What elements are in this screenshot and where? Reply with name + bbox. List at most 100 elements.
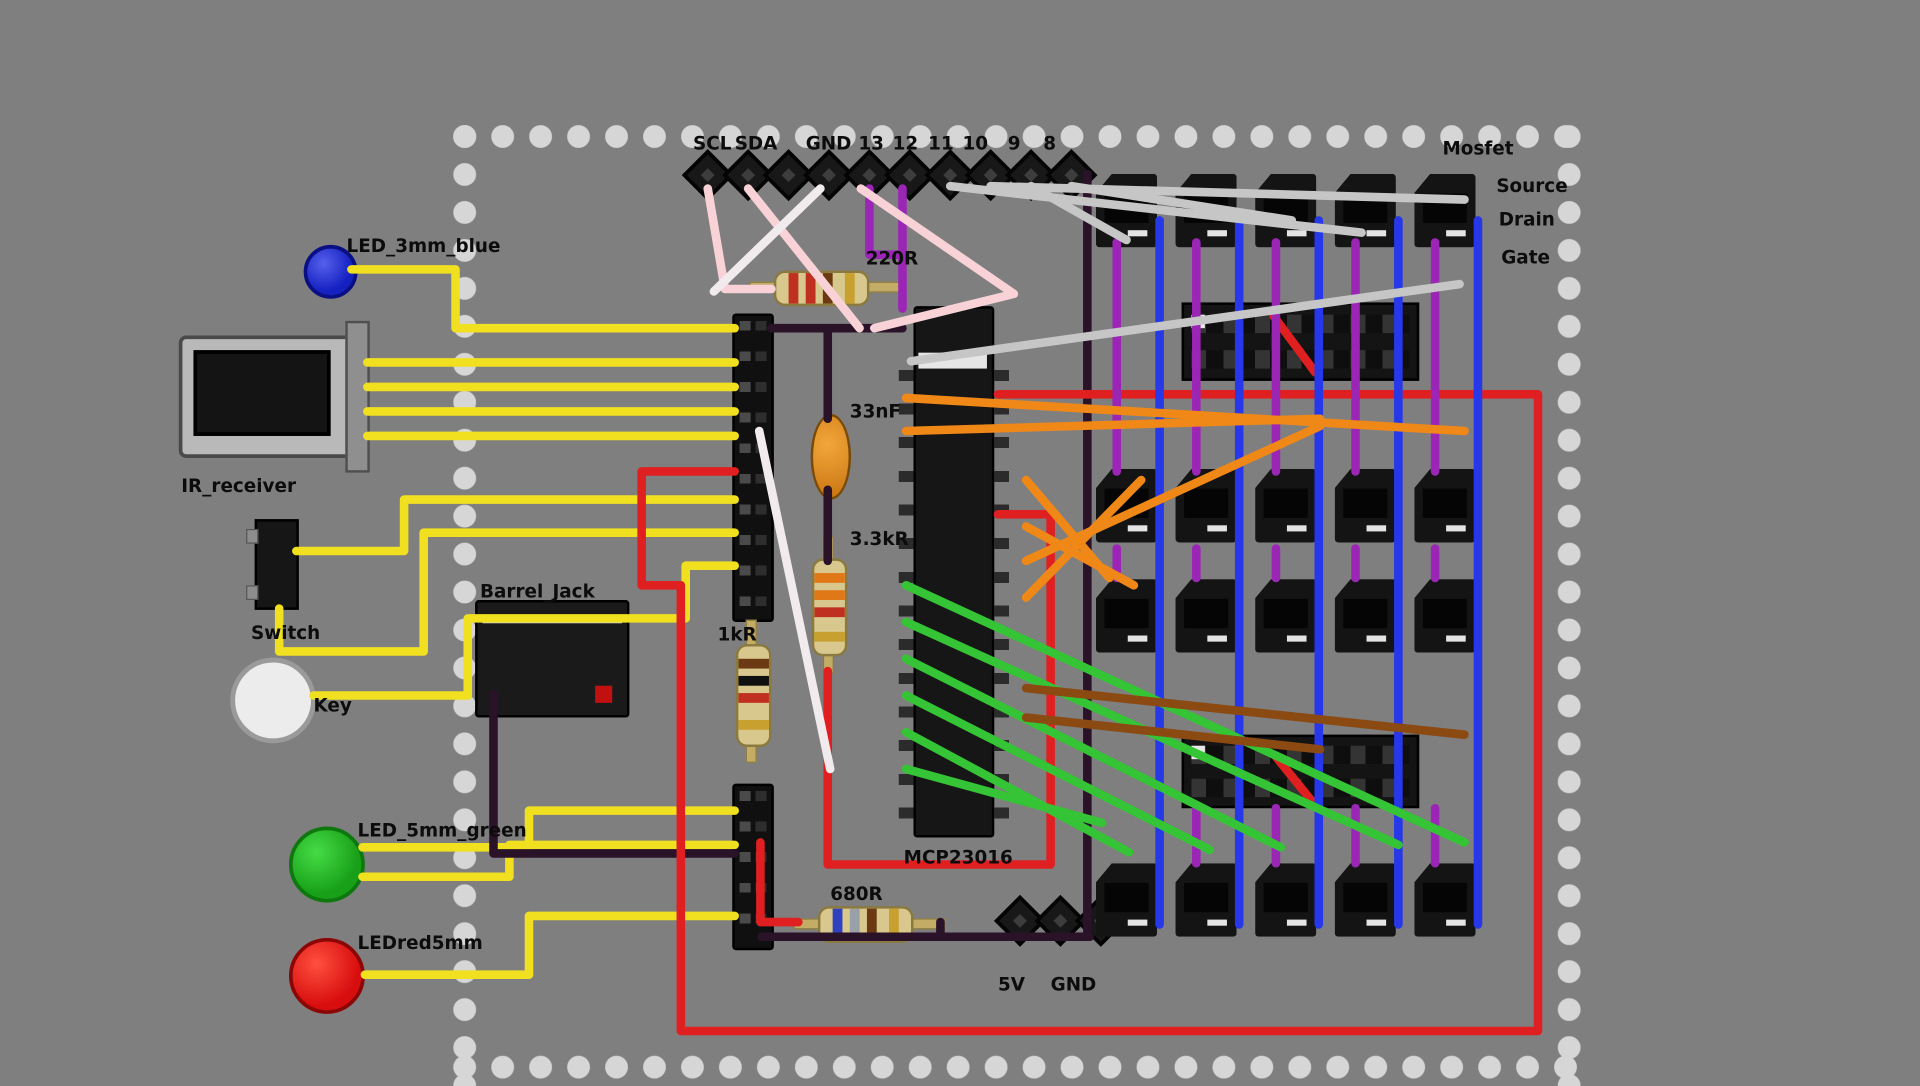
ir-receiver-mount — [345, 320, 370, 473]
label-pin-12: 12 — [892, 132, 919, 155]
label-pin-scl: SCL — [693, 132, 732, 155]
label-ic: MCP23016 — [903, 846, 1013, 869]
mosfet-component[interactable] — [1175, 468, 1237, 543]
wire[interactable] — [1021, 475, 1146, 602]
wire[interactable] — [1021, 475, 1114, 583]
wire[interactable] — [901, 691, 1215, 855]
wire[interactable] — [703, 184, 776, 294]
resistor-band — [814, 607, 845, 618]
resistor-220r[interactable] — [773, 270, 870, 307]
label-led-red: LEDred5mm — [357, 931, 483, 954]
wire[interactable] — [906, 279, 1464, 366]
label-led-green: LED_5mm_green — [357, 819, 527, 842]
wire[interactable] — [1026, 181, 1131, 245]
wire[interactable] — [901, 581, 1469, 847]
mosfet-component[interactable] — [1334, 863, 1396, 937]
label-mosfet-gate: Gate — [1501, 246, 1550, 269]
key-button[interactable] — [230, 657, 316, 744]
label-mosfet-source: Source — [1496, 175, 1568, 198]
label-pin-sda: SDA — [734, 132, 778, 155]
wire[interactable] — [274, 528, 739, 656]
wire[interactable] — [865, 184, 906, 259]
barrel-jack-terminal — [595, 685, 613, 703]
wire[interactable] — [309, 561, 739, 700]
resistor-band — [849, 908, 860, 941]
resistor-1k[interactable] — [735, 644, 772, 747]
wire[interactable] — [292, 495, 739, 556]
wire[interactable] — [823, 510, 1055, 869]
ic-mcp23016[interactable] — [913, 306, 995, 838]
capacitor-33nf[interactable] — [810, 413, 852, 500]
resistor-band — [814, 631, 845, 642]
wire[interactable] — [856, 184, 1019, 333]
wire[interactable] — [360, 911, 739, 979]
wire[interactable] — [1021, 421, 1325, 566]
label-ir-receiver: IR_receiver — [181, 475, 297, 498]
label-r680: 680R — [830, 882, 883, 905]
connector-pins — [1191, 745, 1410, 765]
mosfet-component[interactable] — [1255, 579, 1317, 653]
wire[interactable] — [1269, 311, 1320, 377]
label-switch: Switch — [251, 622, 321, 645]
label-pin-11: 11 — [928, 132, 954, 155]
mosfet-component[interactable] — [1095, 579, 1158, 653]
mosfet-component[interactable] — [1334, 579, 1396, 653]
label-pin-8: 8 — [1043, 132, 1057, 155]
label-r3k3: 3.3kR — [849, 527, 909, 550]
wire[interactable] — [901, 414, 1325, 436]
mosfet-component[interactable] — [1414, 468, 1476, 543]
resistor-band — [866, 908, 877, 941]
resistor-band — [788, 273, 799, 304]
label-r220: 220R — [865, 247, 919, 270]
wire[interactable] — [754, 426, 835, 774]
label-r1k: 1kR — [717, 623, 757, 646]
wire[interactable] — [709, 184, 825, 296]
wire[interactable] — [901, 764, 1107, 828]
wire[interactable] — [743, 184, 864, 333]
label-led-blue: LED_3mm_blue — [346, 235, 501, 258]
wire[interactable] — [945, 181, 1366, 237]
label-power-5v: 5V — [997, 973, 1025, 996]
wire[interactable] — [637, 467, 739, 590]
pin-header-strip-upper[interactable] — [732, 313, 774, 623]
mosfet-component[interactable] — [1255, 863, 1317, 937]
wire[interactable] — [1271, 752, 1322, 813]
label-key: Key — [313, 694, 352, 717]
wire[interactable] — [901, 393, 1469, 436]
wire[interactable] — [901, 654, 1286, 852]
wire[interactable] — [756, 838, 803, 927]
wire[interactable] — [901, 727, 1134, 857]
resistor-band — [805, 273, 816, 304]
wire[interactable] — [358, 806, 739, 852]
mosfet-component[interactable] — [1095, 863, 1158, 937]
resistor-band — [738, 720, 769, 730]
wire[interactable] — [1021, 713, 1325, 754]
label-mosfet-drain: Drain — [1498, 208, 1555, 231]
wire[interactable] — [1021, 683, 1469, 739]
label-c33nf: 33nF — [849, 400, 901, 423]
resistor-band — [738, 675, 769, 686]
label-pin-13: 13 — [858, 132, 884, 155]
mosfet-component[interactable] — [1414, 863, 1476, 937]
led-5mm-green[interactable] — [288, 826, 365, 903]
wire[interactable] — [1067, 181, 1297, 225]
board-dot-border-top — [445, 117, 1589, 156]
toggle-switch[interactable] — [246, 519, 299, 610]
mosfet-component[interactable] — [1175, 579, 1237, 653]
mosfet-component[interactable] — [1255, 468, 1317, 543]
label-barrel-jack: Barrel_Jack — [480, 580, 595, 603]
mosfet-component[interactable] — [1175, 863, 1237, 937]
resistor-band — [814, 573, 845, 583]
wire[interactable] — [358, 840, 739, 882]
wire[interactable] — [347, 265, 739, 333]
wire[interactable] — [489, 690, 739, 858]
label-pin-9: 9 — [1007, 132, 1021, 155]
mosfet-component[interactable] — [1414, 579, 1476, 653]
wire[interactable] — [1021, 522, 1139, 590]
label-power-gnd: GND — [1050, 973, 1097, 996]
mosfet-component[interactable] — [1334, 468, 1396, 543]
label-mosfet: Mosfet — [1442, 137, 1514, 160]
